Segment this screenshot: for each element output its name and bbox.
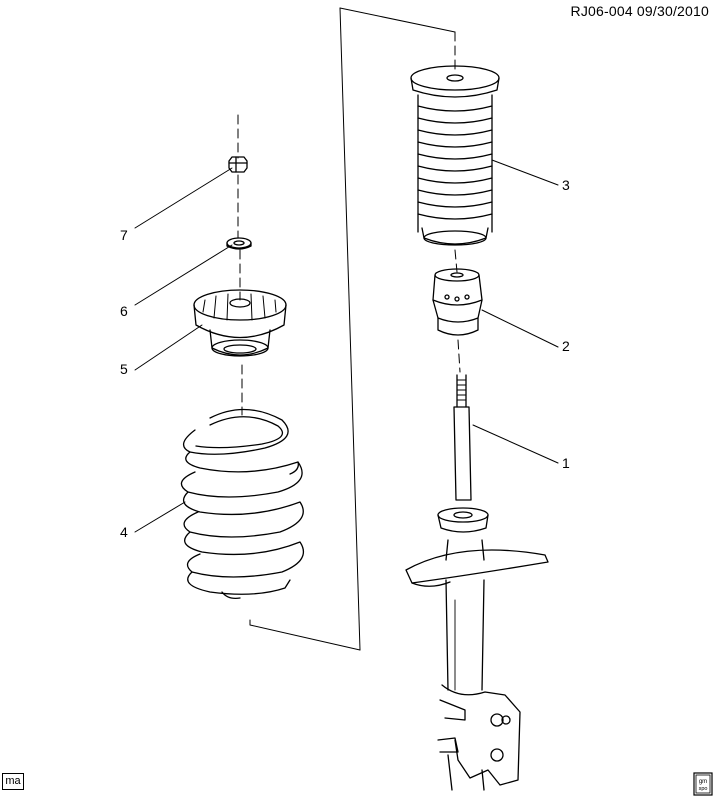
footer-tag: ma xyxy=(2,773,24,790)
callout-4: 4 xyxy=(120,524,128,540)
nut-part-7 xyxy=(228,156,248,173)
dust-boot-part-3 xyxy=(410,65,500,246)
washer-part-6 xyxy=(226,237,252,250)
strut-mount-part-5 xyxy=(193,289,287,357)
callout-2: 2 xyxy=(562,338,570,354)
center-axes xyxy=(237,31,461,416)
logo-text-bottom: spo xyxy=(699,786,708,792)
leader-lines xyxy=(134,159,559,533)
strut-part-1 xyxy=(405,374,549,791)
coil-spring-part-4 xyxy=(180,408,305,600)
logo-text-top: gm xyxy=(699,779,707,785)
callout-5: 5 xyxy=(120,361,128,377)
callout-3: 3 xyxy=(562,177,570,193)
assembly-path-line xyxy=(249,7,456,651)
callout-1: 1 xyxy=(562,455,570,471)
bump-stop-part-2 xyxy=(432,268,483,336)
diagram-id: RJ06-004 09/30/2010 xyxy=(570,3,709,19)
gmspo-logo: gm spo xyxy=(693,772,713,796)
callout-6: 6 xyxy=(120,303,128,319)
callout-7: 7 xyxy=(120,227,128,243)
